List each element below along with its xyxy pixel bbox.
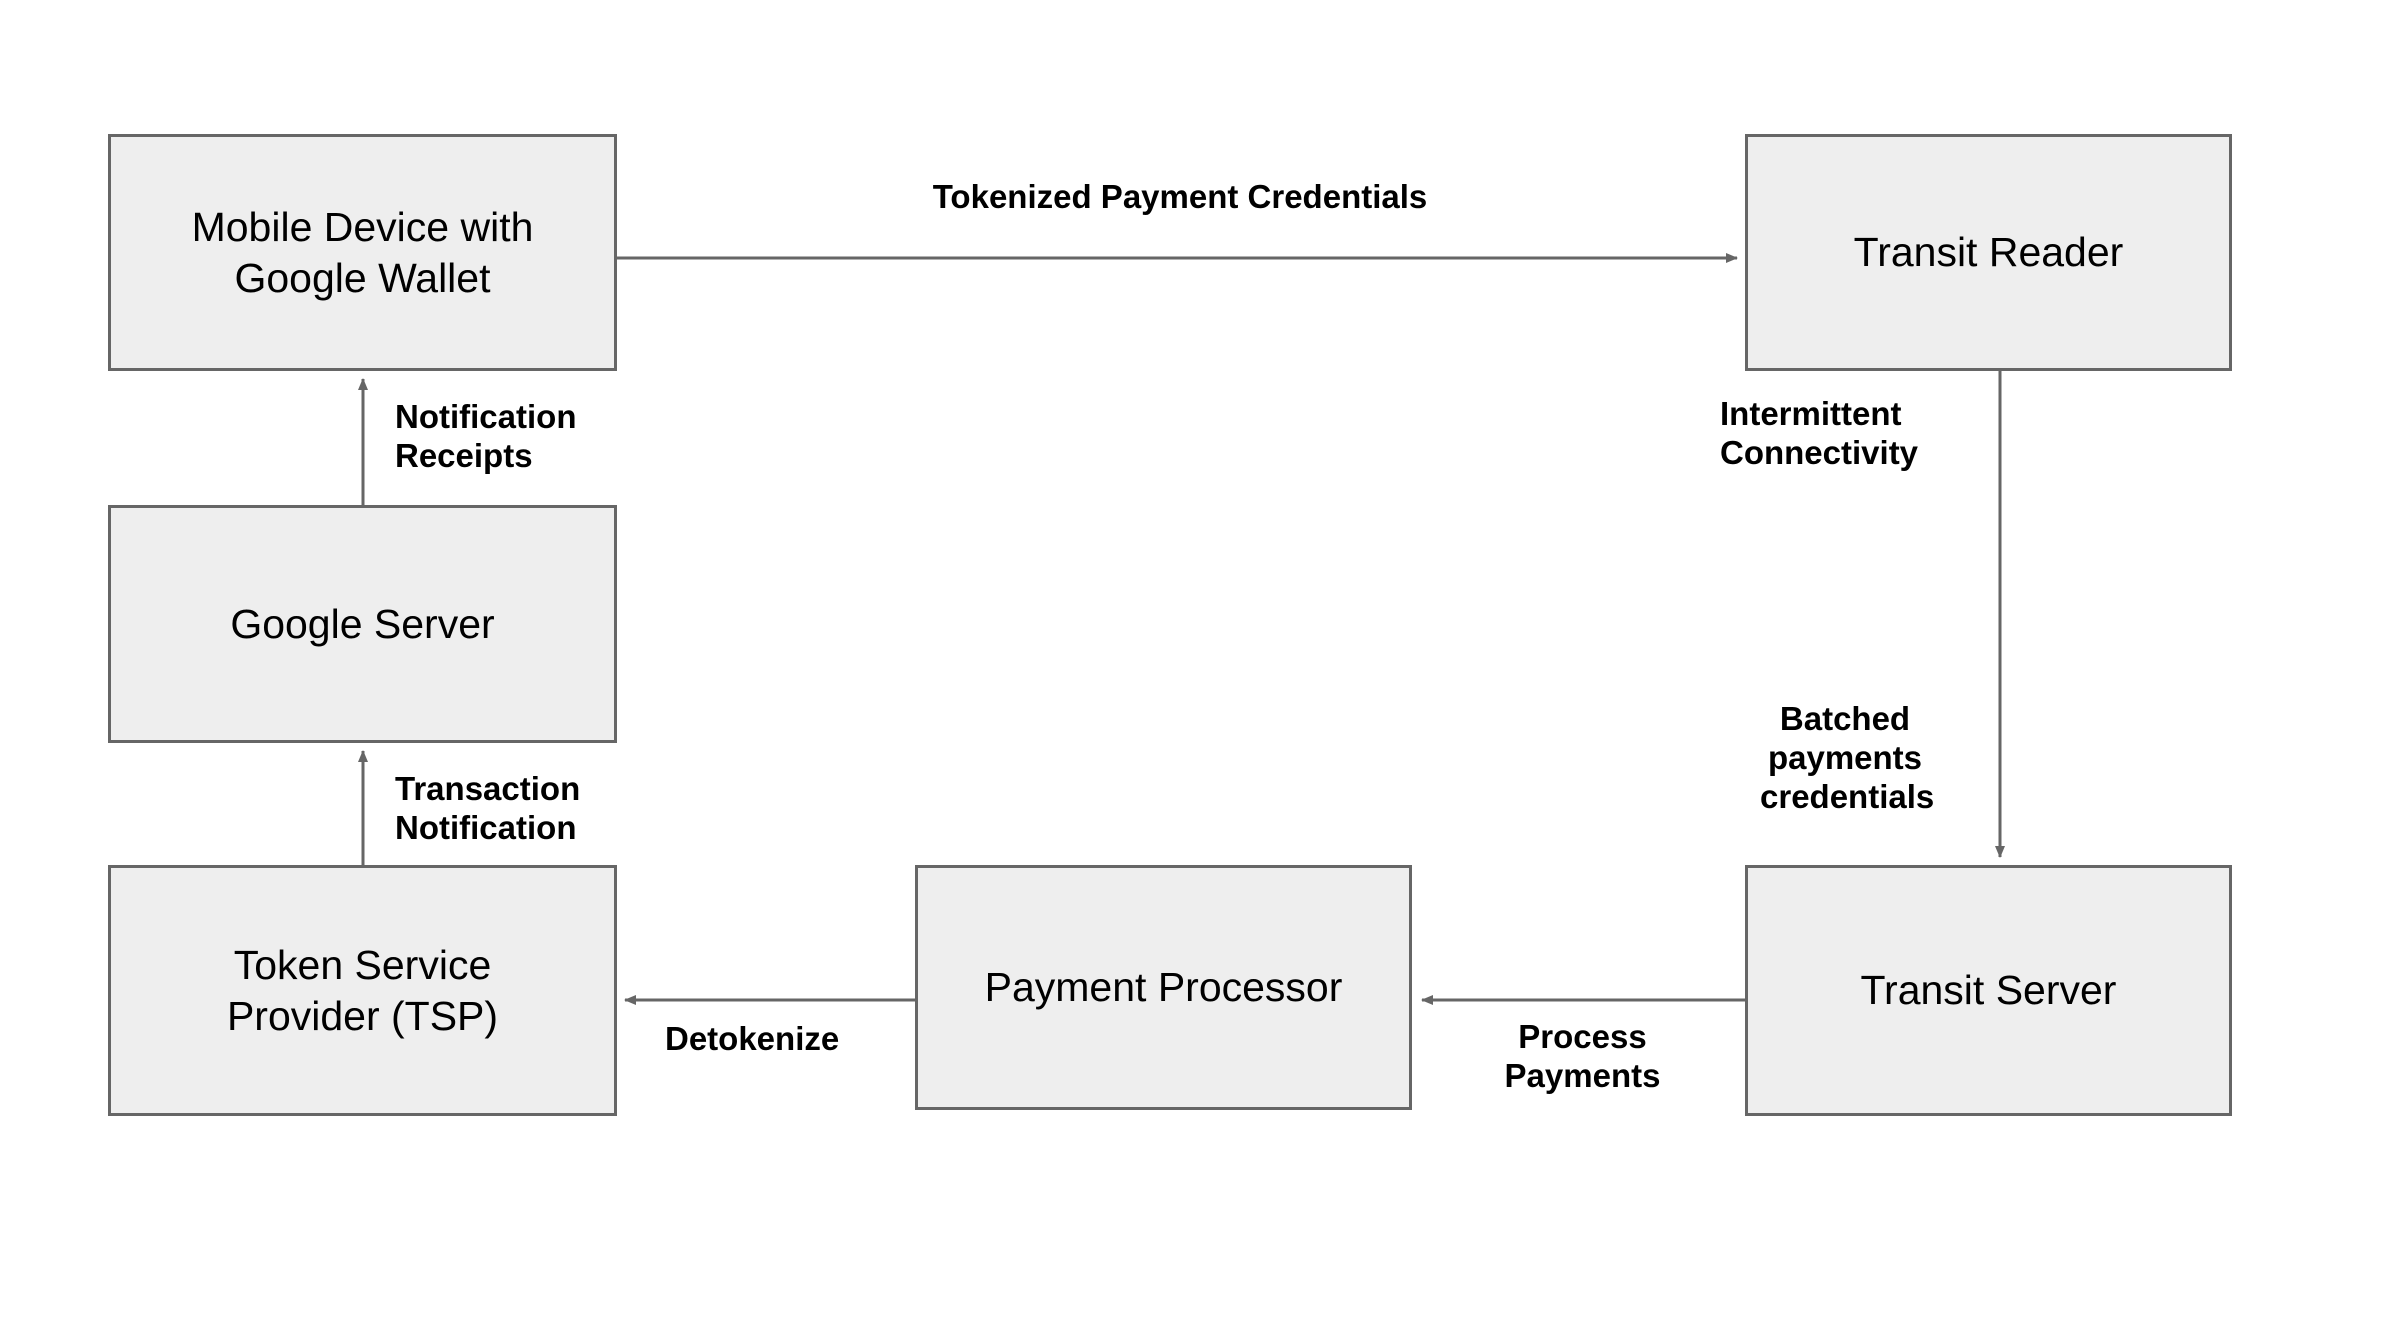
node-mobile-device[interactable]: Mobile Device with Google Wallet bbox=[108, 134, 617, 371]
node-transit-reader[interactable]: Transit Reader bbox=[1745, 134, 2232, 371]
node-payment-processor[interactable]: Payment Processor bbox=[915, 865, 1412, 1110]
edge-label-intermittent-connectivity: Intermittent Connectivity bbox=[1720, 395, 1919, 471]
node-transit-server[interactable]: Transit Server bbox=[1745, 865, 2232, 1116]
node-google-server[interactable]: Google Server bbox=[108, 505, 617, 743]
edge-label-process-payments: Process Payments bbox=[1504, 1018, 1661, 1094]
edge-label-batched-payments-credentials: Batched payments credentials bbox=[1760, 700, 1935, 815]
node-transit-server-label: Transit Server bbox=[1860, 967, 2117, 1014]
edge-label-transaction-notification: Transaction Notification bbox=[395, 770, 581, 846]
edge-label-notification-receipts: Notification Receipts bbox=[395, 398, 577, 474]
node-google-server-label: Google Server bbox=[230, 600, 495, 647]
edge-label-tokenized-payment-credentials: Tokenized Payment Credentials bbox=[932, 178, 1428, 215]
node-transit-reader-label: Transit Reader bbox=[1853, 229, 2124, 276]
node-token-service-provider-label: Token Service Provider (TSP) bbox=[226, 942, 499, 1039]
node-token-service-provider[interactable]: Token Service Provider (TSP) bbox=[108, 865, 617, 1116]
node-payment-processor-label: Payment Processor bbox=[984, 964, 1343, 1011]
node-mobile-device-label: Mobile Device with Google Wallet bbox=[191, 204, 534, 301]
edge-label-detokenize: Detokenize bbox=[665, 1020, 840, 1057]
